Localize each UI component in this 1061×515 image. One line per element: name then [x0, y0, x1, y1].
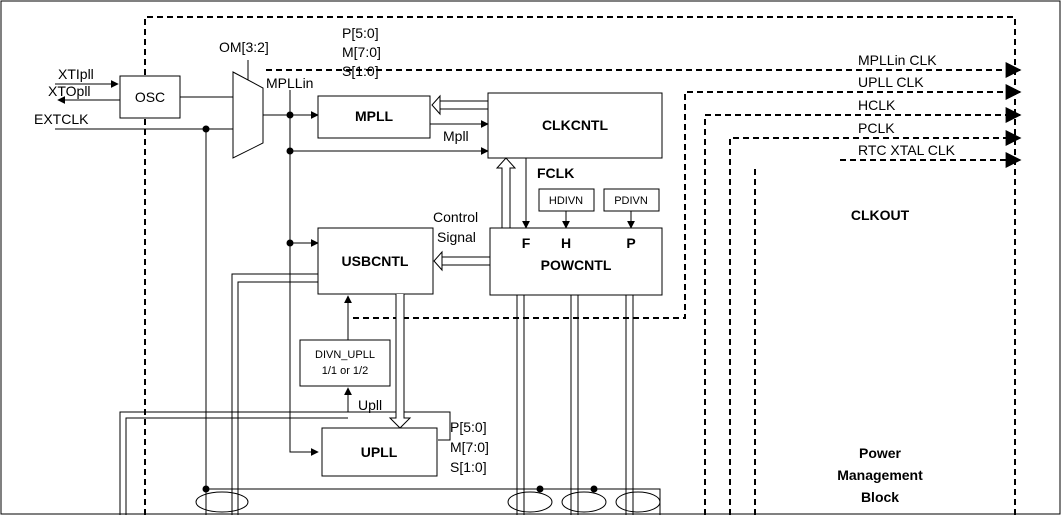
bottom-bus-junction-3: [590, 485, 598, 493]
signal-label: Signal: [437, 229, 476, 245]
upll-block: [321, 427, 438, 477]
usbcntl-feed-a: [231, 273, 318, 515]
mpll-block: [317, 95, 431, 139]
osc-block: [119, 75, 181, 119]
bottom-bus-junction-2: [536, 485, 544, 493]
upll-clk-line: [353, 84, 1022, 319]
f-label: F: [522, 235, 531, 251]
powcntl-to-clkcntl-arrow: [495, 157, 517, 228]
divn-upll-label-1: DIVN_UPLL: [315, 349, 375, 361]
m-top-label: M[7:0]: [342, 44, 381, 60]
s-bot-label: S[1:0]: [450, 459, 487, 475]
divn-upll-block: [299, 339, 391, 387]
s-top-label: S[1:0]: [342, 63, 379, 79]
fclk-label: FCLK: [537, 165, 574, 181]
powcntl-block: [489, 227, 663, 296]
usbcntl-block: [317, 227, 434, 295]
mpll-signal-label: Mpll: [443, 128, 469, 144]
m-bot-label: M[7:0]: [450, 439, 489, 455]
clkcntl-label: CLKCNTL: [542, 117, 609, 133]
powcntl-to-usbcntl-arrow: [433, 250, 443, 272]
control-label: Control: [433, 209, 478, 225]
usbcntl-to-upll-arrow: [388, 294, 412, 429]
pmb-boundary: [144, 16, 1016, 515]
om-mux: [232, 71, 264, 159]
bottom-bus-line: [206, 488, 661, 515]
bottom-bus-junction-1: [202, 485, 210, 493]
upll-signal-line: [119, 411, 451, 515]
pmb-label-3: Block: [861, 489, 899, 505]
xtipll-label: XTIpll: [58, 66, 94, 82]
pmb-label-1: Power: [859, 445, 902, 461]
xtopll-label: XTOpll: [48, 83, 91, 99]
out-upll-label: UPLL CLK: [858, 74, 924, 90]
bus-ellipse-1: [195, 491, 249, 513]
p-bot-label: P[5:0]: [450, 419, 487, 435]
mpll-label: MPLL: [355, 108, 394, 124]
out-hclk-label: HCLK: [858, 97, 896, 113]
p-label: P: [626, 235, 635, 251]
powcntl-label: POWCNTL: [541, 257, 612, 273]
upll-label: UPLL: [361, 444, 398, 460]
mpllin-label: MPLLin: [266, 75, 313, 91]
bus-ellipse-4: [615, 491, 661, 513]
usbcntl-feed-b: [237, 281, 318, 515]
powcntl-to-usbcntl-bus: [442, 256, 490, 266]
extclk-label: EXTCLK: [34, 111, 89, 127]
upll-signal-line-2: [125, 417, 348, 515]
p-top-label: P[5:0]: [342, 25, 379, 41]
hclk-line: [704, 107, 1022, 515]
clkcntl-block: [487, 92, 663, 159]
h-label: H: [561, 235, 571, 251]
pdivn-label: PDIVN: [614, 195, 648, 207]
clkcntl-to-mpll-bus: [440, 100, 488, 110]
bus-ellipse-3: [561, 491, 607, 513]
out-pclk-label: PCLK: [858, 120, 895, 136]
out-mpllin-label: MPLLin CLK: [858, 52, 937, 68]
powcntl-down-3: [625, 295, 634, 515]
pclk-line: [729, 130, 1022, 515]
hdivn-label: HDIVN: [549, 195, 583, 207]
out-rtc-label: RTC XTAL CLK: [858, 142, 956, 158]
powcntl-down-1: [516, 295, 525, 515]
clkcntl-to-mpll-arrow: [431, 94, 441, 116]
pmb-label-2: Management: [837, 467, 923, 483]
bus-ellipse-2: [507, 491, 553, 513]
powcntl-down-2: [570, 295, 579, 515]
upll-signal-label: Upll: [358, 397, 382, 413]
usbcntl-label: USBCNTL: [342, 253, 409, 269]
osc-label: OSC: [135, 89, 165, 105]
om-label: OM[3:2]: [219, 39, 269, 55]
mpllin-vertical: [289, 115, 319, 456]
clkout-label: CLKOUT: [851, 207, 910, 223]
divn-upll-label-2: 1/1 or 1/2: [322, 365, 368, 377]
